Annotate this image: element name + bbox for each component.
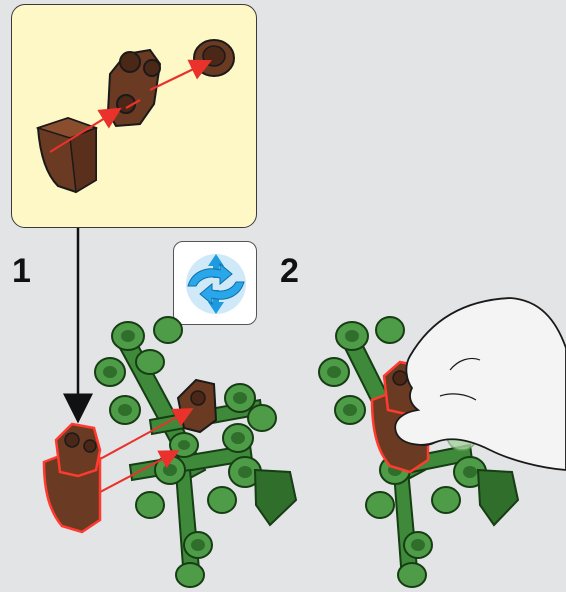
attached-curved-brick xyxy=(370,360,430,474)
step-number-2: 2 xyxy=(280,252,299,290)
step-1-model xyxy=(42,316,298,588)
step-2-model xyxy=(318,297,566,588)
highlighted-curved-brick xyxy=(42,422,102,534)
sub-assembly-callout xyxy=(11,4,257,228)
rotate-arrows-icon xyxy=(186,254,246,314)
hand-pressing xyxy=(394,297,566,471)
step-number-1: 1 xyxy=(12,252,31,290)
rotate-model-icon xyxy=(173,241,257,325)
